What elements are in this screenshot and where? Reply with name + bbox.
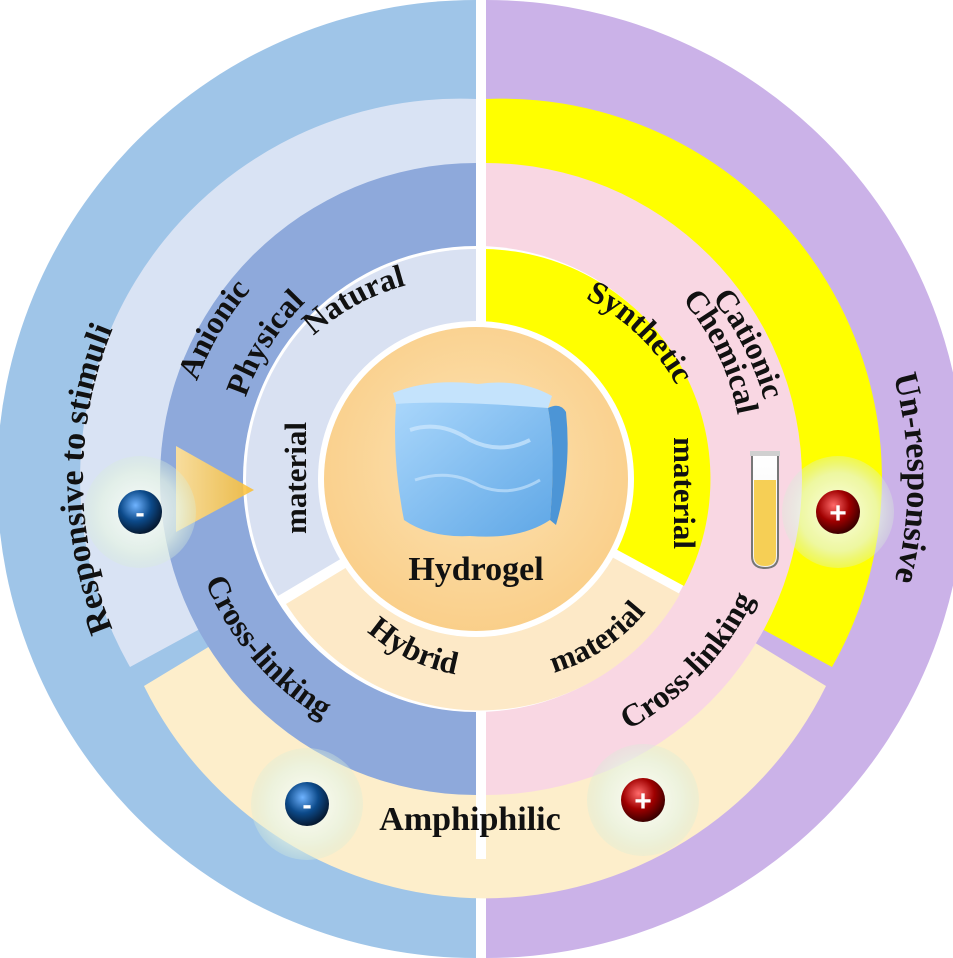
cation-right-sign: + [829, 497, 847, 530]
center-label: Hydrogel [408, 551, 543, 588]
hydrogel-cube-icon [393, 382, 568, 537]
anion-left-sign: - [135, 497, 144, 528]
anion-bottom-sign: - [302, 789, 311, 820]
cation-bottom: + [587, 744, 699, 856]
natural-material-label: material [278, 422, 313, 534]
amphiphilic-label: Amphiphilic [379, 801, 560, 838]
synthetic-material-label: material [667, 437, 702, 549]
anion-left: - [84, 456, 196, 568]
anion-bottom: - [251, 748, 363, 860]
cation-right: + [782, 456, 894, 568]
test-tube-icon [750, 451, 780, 570]
cation-bottom-sign: + [634, 785, 652, 818]
